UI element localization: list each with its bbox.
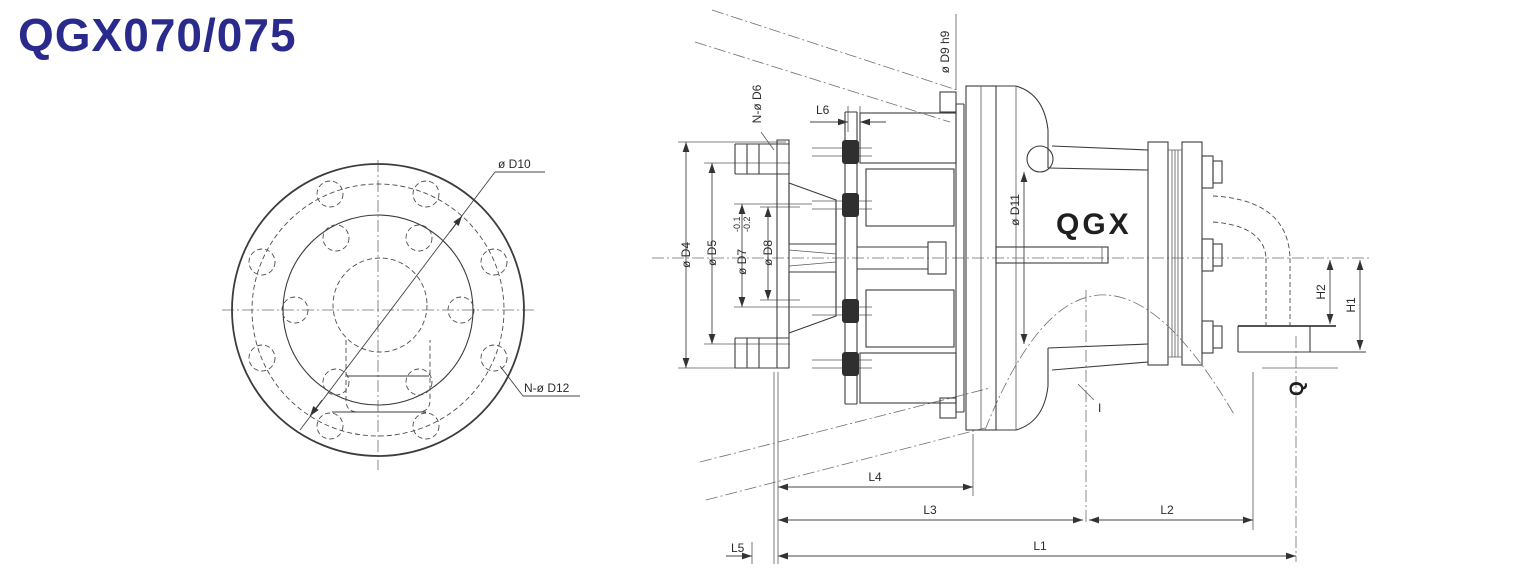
dim-h2: H2 xyxy=(1314,260,1334,324)
dim-d8: ø D8 xyxy=(760,206,800,301)
d7-tol-upper: -0.1 xyxy=(732,216,742,232)
d9-label: ø D9 h9 xyxy=(938,30,952,73)
dim-l3: L3 xyxy=(778,503,1083,524)
d7-tol-lower: -0.2 xyxy=(742,216,752,232)
drum-cone-lines xyxy=(694,9,991,501)
dim-l1: L1 xyxy=(778,539,1296,560)
dim-d7: ø D7 -0.1 -0.2 xyxy=(732,203,812,308)
brand-mark: QGX xyxy=(1056,208,1132,241)
dim-l6: L6 xyxy=(810,103,886,132)
dim-d11: ø D11 xyxy=(1008,172,1028,344)
d7-label: ø D7 xyxy=(735,249,749,275)
d6-label: N-ø D6 xyxy=(750,84,764,123)
d11-label: ø D11 xyxy=(1008,194,1022,226)
front-d12-leader: N-ø D12 xyxy=(499,365,580,397)
q-reference: Q xyxy=(1262,336,1338,562)
d4-label: ø D4 xyxy=(679,242,693,268)
front-outer-bolt-holes xyxy=(248,180,508,440)
input-flange xyxy=(734,139,790,369)
l5-label: L5 xyxy=(731,541,745,555)
dim-l5: L5 xyxy=(726,541,804,560)
front-bolt-circle xyxy=(251,183,505,437)
bracket xyxy=(1237,325,1366,353)
center-sleeve xyxy=(857,241,947,275)
l3-label: L3 xyxy=(923,503,937,517)
page-title: QGX070/075 xyxy=(18,9,297,61)
dim-d9: ø D9 h9 xyxy=(938,14,957,90)
l4-label: L4 xyxy=(868,470,882,484)
dim-d6: N-ø D6 xyxy=(750,84,775,151)
section-view: ø D4 ø D5 ø D7 -0.1 -0.2 ø D8 xyxy=(652,9,1370,564)
hidden-elbow xyxy=(1212,195,1291,326)
length-dimensions: L4 L3 L2 L1 L5 xyxy=(726,372,1296,564)
dim-l4: L4 xyxy=(778,470,973,491)
h1-label: H1 xyxy=(1344,297,1358,313)
output-flange-pair xyxy=(1147,141,1223,366)
l2-label: L2 xyxy=(1160,503,1174,517)
spring-packs xyxy=(859,112,957,404)
h2-label: H2 xyxy=(1314,284,1328,300)
i-label: I xyxy=(1098,401,1101,415)
front-hub-circle xyxy=(282,214,474,406)
hub-section xyxy=(788,182,837,334)
l1-label: L1 xyxy=(1033,539,1047,553)
dim-l2: L2 xyxy=(1089,503,1253,524)
output-shaft xyxy=(995,246,1109,264)
hidden-drum: I xyxy=(984,290,1236,524)
front-inner-bolt-holes xyxy=(281,224,475,396)
front-d10-label: ø D10 xyxy=(498,157,531,171)
front-d10-dimension: ø D10 xyxy=(299,157,545,431)
housing xyxy=(996,85,1149,431)
d5-label: ø D5 xyxy=(705,240,719,266)
clamp-bolts xyxy=(812,140,872,376)
l6-label: L6 xyxy=(816,103,830,117)
front-bore-profile xyxy=(332,257,431,413)
spring-plate xyxy=(844,111,858,405)
dim-h1: H1 xyxy=(1344,260,1364,350)
q-label: Q xyxy=(1287,381,1308,396)
front-d12-label: N-ø D12 xyxy=(524,381,570,395)
front-view: ø D10 N-ø D12 xyxy=(222,157,580,470)
d8-label: ø D8 xyxy=(761,240,775,266)
dim-d4: ø D4 xyxy=(678,141,786,369)
front-outer-circle xyxy=(231,163,525,457)
